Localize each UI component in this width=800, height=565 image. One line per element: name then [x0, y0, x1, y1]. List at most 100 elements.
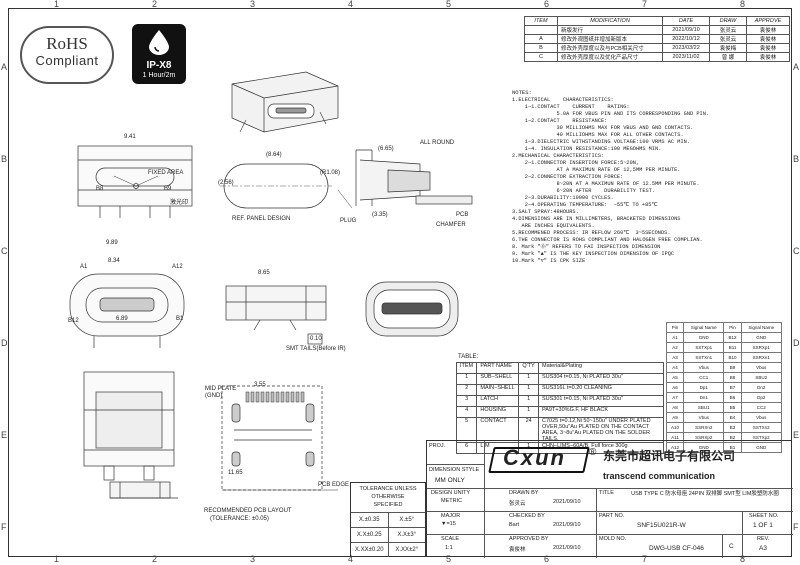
drawn-label: DRAWN BY	[509, 490, 539, 496]
pin-cell: GND	[740, 442, 783, 453]
row-tick: E	[793, 430, 800, 440]
pin-cell: Dp2	[740, 392, 783, 403]
pin-header-cell: Pin	[665, 322, 685, 333]
approved-value: 袁俊林	[509, 547, 526, 553]
cross-section-view	[365, 281, 459, 337]
bom-cell: 3	[455, 395, 478, 407]
mating-face-view	[69, 273, 185, 348]
checked-value: Bart	[509, 522, 520, 528]
pin-cell: A6	[665, 382, 685, 393]
dim-style-cell: DIMENSION STYLE MM ONLY	[427, 465, 485, 489]
bom-cell: SUB−SHELL	[476, 373, 520, 385]
pin-cell: A1	[665, 332, 685, 343]
pin-cell: B12	[723, 332, 742, 343]
dim-989: 9.89	[106, 240, 118, 246]
pin-cell: B7	[723, 382, 742, 393]
pin-cell: Vbus	[740, 412, 783, 423]
scale-label: SCALE	[441, 536, 460, 542]
column-tick: 5	[446, 554, 452, 564]
row-tick: E	[1, 430, 8, 440]
rev-value: C	[729, 543, 734, 550]
pin-cell: SSTXn1	[683, 352, 725, 363]
note-line: 2−4.OPERATING TEMPERATURE: −55℃ TO +85℃	[512, 201, 658, 208]
smt-pad	[270, 391, 275, 403]
pcb-bottom-view	[83, 371, 175, 481]
row-tick: D	[793, 338, 800, 348]
note-line: 1−2.CONTACT RESISTANCE:	[512, 117, 608, 124]
dim-834: 8.34	[108, 258, 120, 264]
row-tick: C	[793, 246, 800, 256]
brand-logo-text: Cxun	[503, 445, 566, 470]
pin-cell: SSRXn2	[683, 422, 725, 433]
panel-design-view	[220, 163, 332, 209]
pcb-layout-tolerance: (TOLERANCE: ±0.05)	[210, 516, 269, 522]
smt-tails-label: SMT TAILS(Before IR)	[286, 346, 346, 352]
pin-cell: SSRXp1	[740, 342, 783, 353]
pin-cell: SSRXn1	[740, 352, 783, 363]
row-tick: D	[1, 338, 8, 348]
pcb-layout-view	[221, 385, 338, 491]
bom-header-cell: Q'TY	[518, 362, 539, 374]
row-tick: A	[1, 62, 8, 72]
revision-cell: 袁俊林	[746, 52, 790, 62]
pin-cell: GND	[683, 332, 725, 343]
pin-cell: B11	[723, 342, 742, 353]
proj-label: PROJ.	[429, 443, 446, 449]
rev-cell: C	[723, 535, 743, 558]
ipx8-code: IP-X8	[146, 60, 172, 71]
tolerance-value: X.XX±2°	[395, 547, 419, 553]
tolerance-value: X.±5°	[399, 517, 415, 523]
row-tick: B	[793, 154, 800, 164]
bom-cell: 1	[518, 442, 539, 454]
column-tick: 2	[152, 0, 158, 9]
laser-mark-label: 激光印	[170, 200, 189, 206]
pin-cell: Dn1	[683, 392, 725, 403]
drawn-date: 2021/09/10	[553, 499, 581, 505]
title-cell: TITLE USB TYPE C 防水母座 24PIN 双排脚 SMT型 LIM…	[597, 489, 793, 512]
size-value: A3	[759, 545, 767, 552]
dim-335: (3.35)	[372, 212, 388, 218]
pin-cell: SBU2	[740, 372, 783, 383]
dim-256: (2.56)	[218, 180, 234, 186]
pin-cell: GND	[683, 442, 725, 453]
pcb-edge-label: PCB EDGE	[318, 482, 350, 488]
side-view	[225, 285, 327, 345]
drawn-value: 张灵云	[509, 501, 526, 507]
title-value: USB TYPE C 防水母座 24PIN 双排脚 SMT型 LIM胶塑防水圈	[631, 491, 779, 497]
tolerance-value: X.X±0.25	[351, 528, 389, 542]
bom-cell: CONTACT	[476, 417, 520, 443]
smt-pad	[255, 391, 260, 403]
smt-pad	[300, 391, 305, 403]
bom-cell: SUS304 t=0.15, Ni PLATED 30u"	[538, 373, 664, 385]
dim-style-value: MM ONLY	[435, 477, 465, 484]
smt-pad	[285, 391, 290, 403]
column-tick: 1	[54, 0, 60, 9]
smt-pad	[275, 391, 280, 403]
note-line: 3.SALT SPRAY:48HOURS.	[512, 208, 579, 215]
bom-cell: HOUSING	[476, 406, 520, 418]
pin-cell: B3	[723, 422, 742, 433]
bom-cell: 4	[455, 406, 478, 418]
rohs-title: RoHS	[46, 34, 88, 53]
bom-cell: MAIN−SHELL	[476, 384, 520, 396]
notes-title: NOTES:	[512, 89, 532, 96]
note-line: 30 MILLIOHMS MAX FOR VBUS AND GND CONTAC…	[512, 124, 694, 131]
pin-cell: SSTXn2	[740, 422, 783, 433]
pin-b1-label: B1	[176, 316, 184, 322]
bom-cell: LATCH	[476, 395, 520, 407]
bom-caption: TABLE:	[458, 354, 479, 360]
dim-864: (8.64)	[266, 152, 282, 158]
smt-pad	[280, 391, 285, 403]
pcb-layout-title: RECOMMENDED PCB LAYOUT	[204, 508, 292, 514]
pin-header-cell: Signal Name	[740, 322, 783, 333]
rev-label: REV.	[757, 536, 770, 542]
